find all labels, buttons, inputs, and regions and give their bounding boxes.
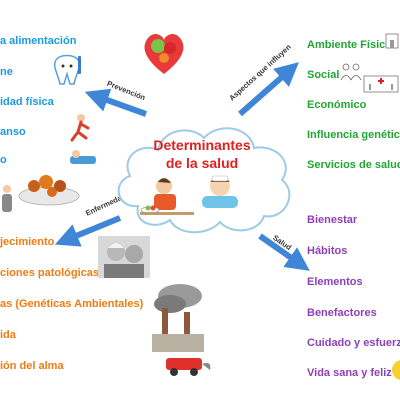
- salud-item-2: Hábitos: [307, 245, 348, 257]
- food-plate-icon: [18, 175, 80, 206]
- sick-child-icon: [202, 175, 238, 208]
- prevencion-item-2: ne: [0, 66, 13, 78]
- hospital-icon: [363, 75, 399, 93]
- center-title-line1: Determinantes: [153, 137, 251, 153]
- people-icon: [340, 63, 362, 81]
- aspectos-item-2: Social: [307, 69, 340, 81]
- salud-item-6: Vida sana y feliz: [307, 367, 392, 379]
- salud-item-3: Elementos: [307, 276, 363, 288]
- salud-item-5: Cuidado y esfuerzo: [307, 337, 400, 349]
- arrow-label-aspectos: Aspectos que influyen: [227, 42, 293, 103]
- apple-heart-icon: [144, 34, 184, 74]
- aspectos-item-1: Ambiente Físico: [307, 39, 392, 51]
- person-icon: [2, 185, 12, 212]
- tooth-icon: [53, 54, 81, 85]
- pollution-icon: [152, 284, 211, 376]
- child-eating-icon: [140, 178, 194, 215]
- salud-item-4: Benefactores: [307, 307, 377, 319]
- elderly-couple-icon: [98, 236, 150, 278]
- aspectos-item-4: Influencia genéticas: [307, 129, 400, 141]
- enfermedad-item-4: ida: [0, 329, 16, 341]
- prevencion-item-1: a alimentación: [0, 35, 77, 47]
- prevencion-item-4: anso: [0, 126, 26, 138]
- arrow-label-prevencion: Prevención: [105, 78, 147, 103]
- enfermedad-item-3: as (Genéticas Ambientales): [0, 298, 144, 310]
- sleeping-person-icon: [70, 150, 96, 164]
- aspectos-item-5: Servicios de salud: [307, 159, 400, 171]
- prevencion-item-3: idad física: [0, 96, 54, 108]
- prevencion-item-5: o: [0, 154, 7, 166]
- center-title-line2: de la salud: [165, 155, 239, 171]
- enfermedad-item-5: ión del alma: [0, 360, 64, 372]
- smiley-icon: [392, 360, 400, 380]
- aspectos-item-3: Económico: [307, 99, 367, 111]
- enfermedad-item-1: jecimiento: [0, 236, 55, 248]
- house-icon: [385, 33, 399, 49]
- enfermedad-item-2: ciones patológicas: [0, 267, 100, 279]
- salud-item-1: Bienestar: [307, 214, 358, 226]
- cyclist-icon: [70, 114, 90, 142]
